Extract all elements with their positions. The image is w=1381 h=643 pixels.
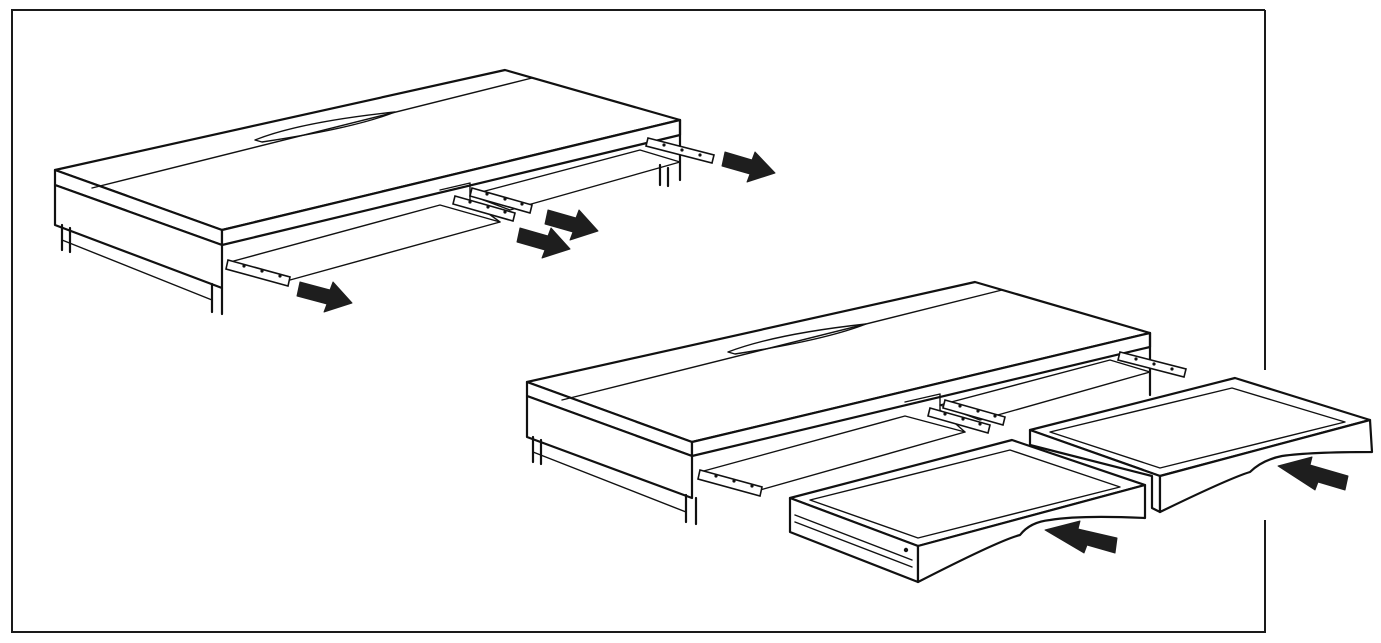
- arrow-out-icon: [516, 227, 571, 259]
- drawer-slide-3: [942, 399, 1006, 426]
- cabinet-base-rail: [61, 239, 213, 301]
- drawer-slide-1: [225, 259, 291, 287]
- arrow-out-icon: [544, 209, 599, 241]
- drawer-left-screw: [903, 547, 909, 553]
- cabinet-leg-back-right: [658, 163, 670, 188]
- drawer-left-slot: [794, 514, 913, 568]
- arrow-in-icon: [1277, 456, 1349, 491]
- drawer-slide-3: [469, 187, 533, 214]
- step-2-drawers-inserted: [525, 280, 1374, 584]
- step-1-cabinet-slides-out: [53, 68, 776, 316]
- drawer-slide-2: [452, 195, 516, 222]
- cabinet-leg-front-right: [210, 282, 224, 316]
- diagram-frame: [11, 9, 1266, 633]
- drawer-left-side-panel: [916, 483, 1147, 584]
- cabinet-left-side: [525, 394, 694, 500]
- drawer-right-side-panel: [1158, 418, 1374, 514]
- cabinet-base-rail: [532, 451, 687, 513]
- drawer-slide-1: [697, 469, 763, 497]
- cabinet-top-seam: [91, 77, 533, 189]
- drawer-slide-4: [1117, 351, 1187, 378]
- cabinet-leg-front-left: [531, 435, 543, 466]
- drawer-right-inner: [1049, 387, 1346, 469]
- drawer-slide-2: [927, 407, 991, 434]
- drawer-right: [1028, 376, 1374, 514]
- drawer-right-bottom: [1028, 376, 1372, 478]
- drawer-left-inner: [809, 449, 1121, 539]
- drawer-left: [788, 438, 1147, 584]
- cabinet-leg-front-right: [684, 493, 698, 526]
- arrow-out-icon: [296, 281, 353, 313]
- cabinet-leg-front-left: [60, 223, 72, 254]
- drawer-slide-4: [645, 137, 715, 164]
- cabinet-top-seam: [561, 289, 1003, 401]
- arrow-out-icon: [721, 151, 776, 183]
- arrow-in-icon: [1044, 520, 1118, 554]
